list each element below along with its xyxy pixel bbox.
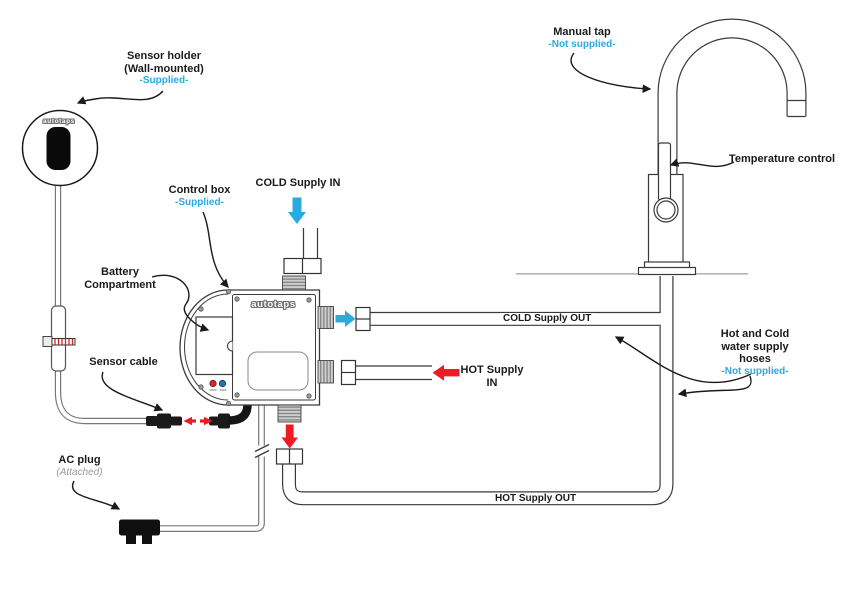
hot-supply-in-label: HOT Supply IN bbox=[446, 364, 538, 389]
battery-door-notch bbox=[227, 340, 233, 352]
cold-in-arrow-icon bbox=[288, 197, 306, 224]
tap-base-lower bbox=[637, 266, 697, 276]
cold-out-connector bbox=[317, 306, 334, 329]
bracket-screw-shaft bbox=[51, 338, 76, 346]
leader-lines bbox=[71, 52, 752, 510]
ac-plug bbox=[119, 519, 160, 544]
hot-out-arrow-icon bbox=[281, 424, 298, 449]
control-box-label-plate bbox=[247, 351, 309, 391]
sensor-holder-subtitle: (Wall-mounted) bbox=[124, 62, 204, 75]
threaded-connectors bbox=[277, 275, 334, 423]
red-led bbox=[209, 379, 217, 388]
hot-supply-out-title: HOT Supply OUT bbox=[495, 492, 577, 504]
manual-tap-leader bbox=[570, 52, 652, 94]
control-box-brand-logo: autotaps bbox=[251, 299, 296, 310]
supply-hoses-line3: hoses bbox=[739, 353, 771, 365]
sensor-window bbox=[46, 127, 71, 170]
cold-out-arrow-icon bbox=[335, 310, 356, 327]
temperature-control-title: Temperature control bbox=[728, 153, 836, 165]
control-box-label: Control box -Supplied- bbox=[152, 184, 247, 209]
ac-cable bbox=[159, 405, 270, 532]
sensor-holder-leader bbox=[76, 90, 164, 105]
temperature-control-leader bbox=[669, 158, 735, 168]
unplug-arrow-icon bbox=[183, 416, 213, 426]
hose-fittings bbox=[275, 257, 371, 465]
cold-supply-out-title: COLD Supply OUT bbox=[503, 313, 592, 324]
screws bbox=[198, 288, 312, 407]
cold-supply-in-title: COLD Supply IN bbox=[255, 177, 341, 189]
supply-hoses-line1: Hot and Cold bbox=[720, 328, 790, 340]
bracket-screw-head bbox=[42, 336, 53, 347]
manual-tap-status: -Not supplied- bbox=[548, 38, 616, 50]
temperature-control-lever bbox=[657, 142, 672, 201]
sensor-cable-leader bbox=[101, 371, 164, 412]
hot-supply-in-hose bbox=[355, 365, 432, 381]
cable-break-icon bbox=[254, 443, 270, 459]
sensor-cable-title: Sensor cable bbox=[89, 356, 158, 368]
battery-label-line1: Battery bbox=[101, 266, 139, 278]
cold-supply-in-pipe bbox=[302, 228, 319, 259]
sensor-holder-label: Sensor holder (Wall-mounted) -Supplied- bbox=[106, 50, 222, 88]
battery-leader bbox=[151, 274, 210, 332]
hoses-hot-leader bbox=[677, 375, 752, 398]
ac-plug-title: AC plug bbox=[58, 454, 101, 466]
manual-tap-label: Manual tap -Not supplied- bbox=[534, 26, 630, 51]
control-box-title: Control box bbox=[168, 184, 231, 196]
sensor-cable-label: Sensor cable bbox=[76, 356, 171, 369]
hoses-cold-leader bbox=[614, 336, 752, 384]
hot-supply-in-line1: HOT Supply bbox=[460, 364, 524, 376]
supply-hoses-status: -Not supplied- bbox=[721, 365, 789, 377]
hot-in-connector bbox=[317, 360, 334, 384]
sensor-holder bbox=[21, 109, 99, 187]
supply-hoses-label: Hot and Cold water supply hoses -Not sup… bbox=[703, 328, 807, 378]
hot-supply-out-label: HOT Supply OUT bbox=[492, 492, 580, 504]
supply-hoses bbox=[282, 276, 674, 506]
control-box-status: -Supplied- bbox=[175, 196, 224, 208]
sensor-cable-connector bbox=[146, 413, 230, 429]
supply-hoses-line2: water supply bbox=[721, 340, 789, 353]
sensor-holder-brand-logo: autotaps bbox=[43, 118, 75, 125]
ac-plug-leader bbox=[71, 480, 121, 510]
ac-plug-status: (Attached) bbox=[56, 466, 103, 478]
battery-label-line2: Compartment bbox=[84, 278, 156, 291]
cold-in-connector bbox=[282, 275, 306, 291]
sensor-holder-title: Sensor holder bbox=[127, 50, 201, 62]
manual-tap-title: Manual tap bbox=[553, 26, 611, 38]
sensor-holder-status: -Supplied- bbox=[139, 75, 189, 86]
hot-in-arrow-icon bbox=[432, 364, 460, 381]
control-box-leader bbox=[202, 211, 229, 288]
battery-compartment-label: Battery Compartment bbox=[72, 266, 168, 291]
hot-out-connector bbox=[277, 404, 302, 423]
cold-supply-in-label: COLD Supply IN bbox=[238, 177, 358, 190]
connector-to-box-cable bbox=[227, 404, 252, 425]
cold-supply-out-label: COLD Supply OUT bbox=[500, 313, 595, 324]
sensor-cable bbox=[54, 186, 147, 425]
temperature-control-label: Temperature control bbox=[726, 153, 838, 166]
blue-led bbox=[218, 379, 227, 388]
wall-bracket bbox=[42, 305, 76, 372]
hot-supply-in-line2: IN bbox=[486, 376, 498, 389]
ac-plug-label: AC plug (Attached) bbox=[32, 454, 127, 479]
manual-tap bbox=[637, 18, 807, 276]
